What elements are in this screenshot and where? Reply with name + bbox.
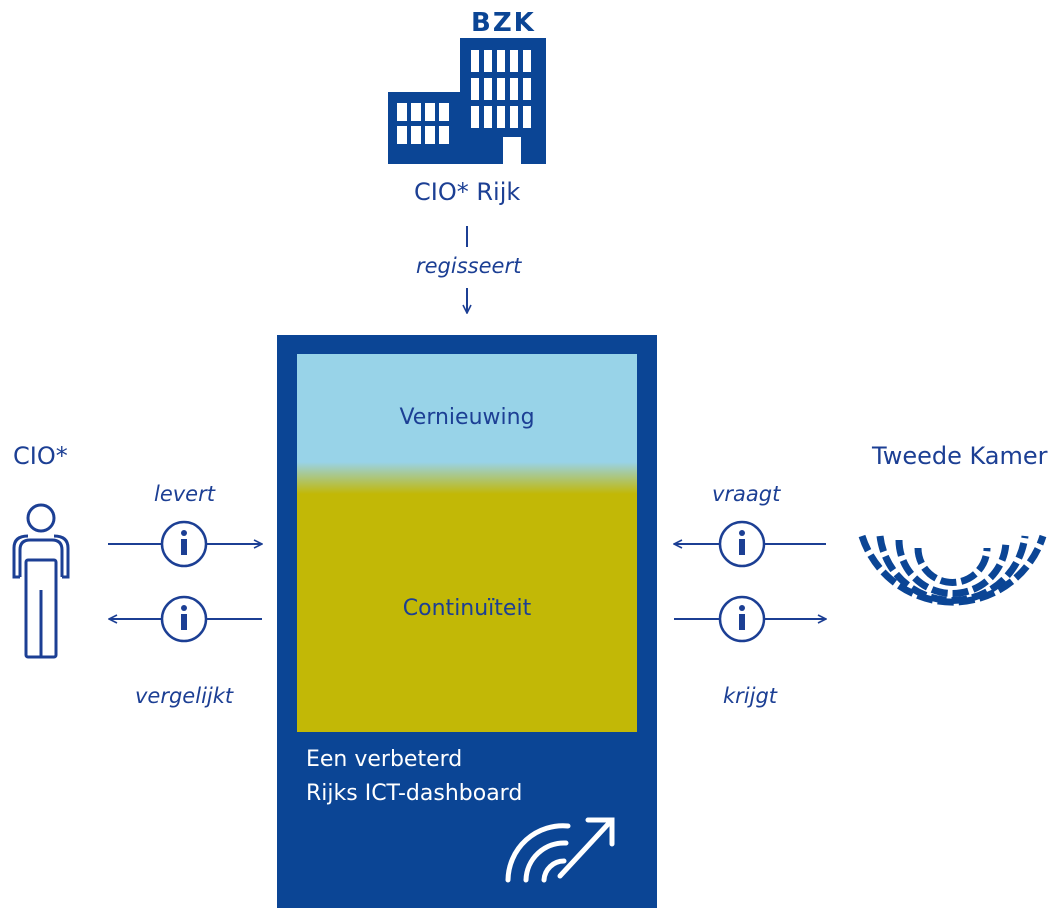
dashboard-chart-area <box>297 354 637 732</box>
info-icon <box>718 595 766 643</box>
info-icon <box>718 520 766 568</box>
office-building-icon <box>388 38 546 164</box>
vernieuwing-label: Vernieuwing <box>399 405 535 430</box>
flow-vraagt: vraagt <box>712 482 781 506</box>
org-abbrev: BZK <box>471 8 536 38</box>
relation-regisseert: regisseert <box>416 254 522 278</box>
flow-levert: levert <box>154 482 215 506</box>
cio-rijk-label: CIO* Rijk <box>414 178 521 206</box>
info-icon <box>160 595 208 643</box>
parliament-seats-icon <box>858 534 1047 606</box>
person-icon <box>12 503 70 659</box>
tweede-kamer-label: Tweede Kamer <box>872 442 1048 470</box>
continuiteit-label: Continuïteit <box>402 596 532 621</box>
gauge-trend-icon <box>505 817 615 883</box>
dashboard-title-line2: Rijks ICT-dashboard <box>306 781 523 806</box>
info-icon <box>160 520 208 568</box>
flow-krijgt: krijgt <box>723 684 778 708</box>
flow-vergelijkt: vergelijkt <box>135 684 234 708</box>
dashboard-title-line1: Een verbeterd <box>306 747 463 772</box>
cio-label: CIO* <box>13 442 68 470</box>
